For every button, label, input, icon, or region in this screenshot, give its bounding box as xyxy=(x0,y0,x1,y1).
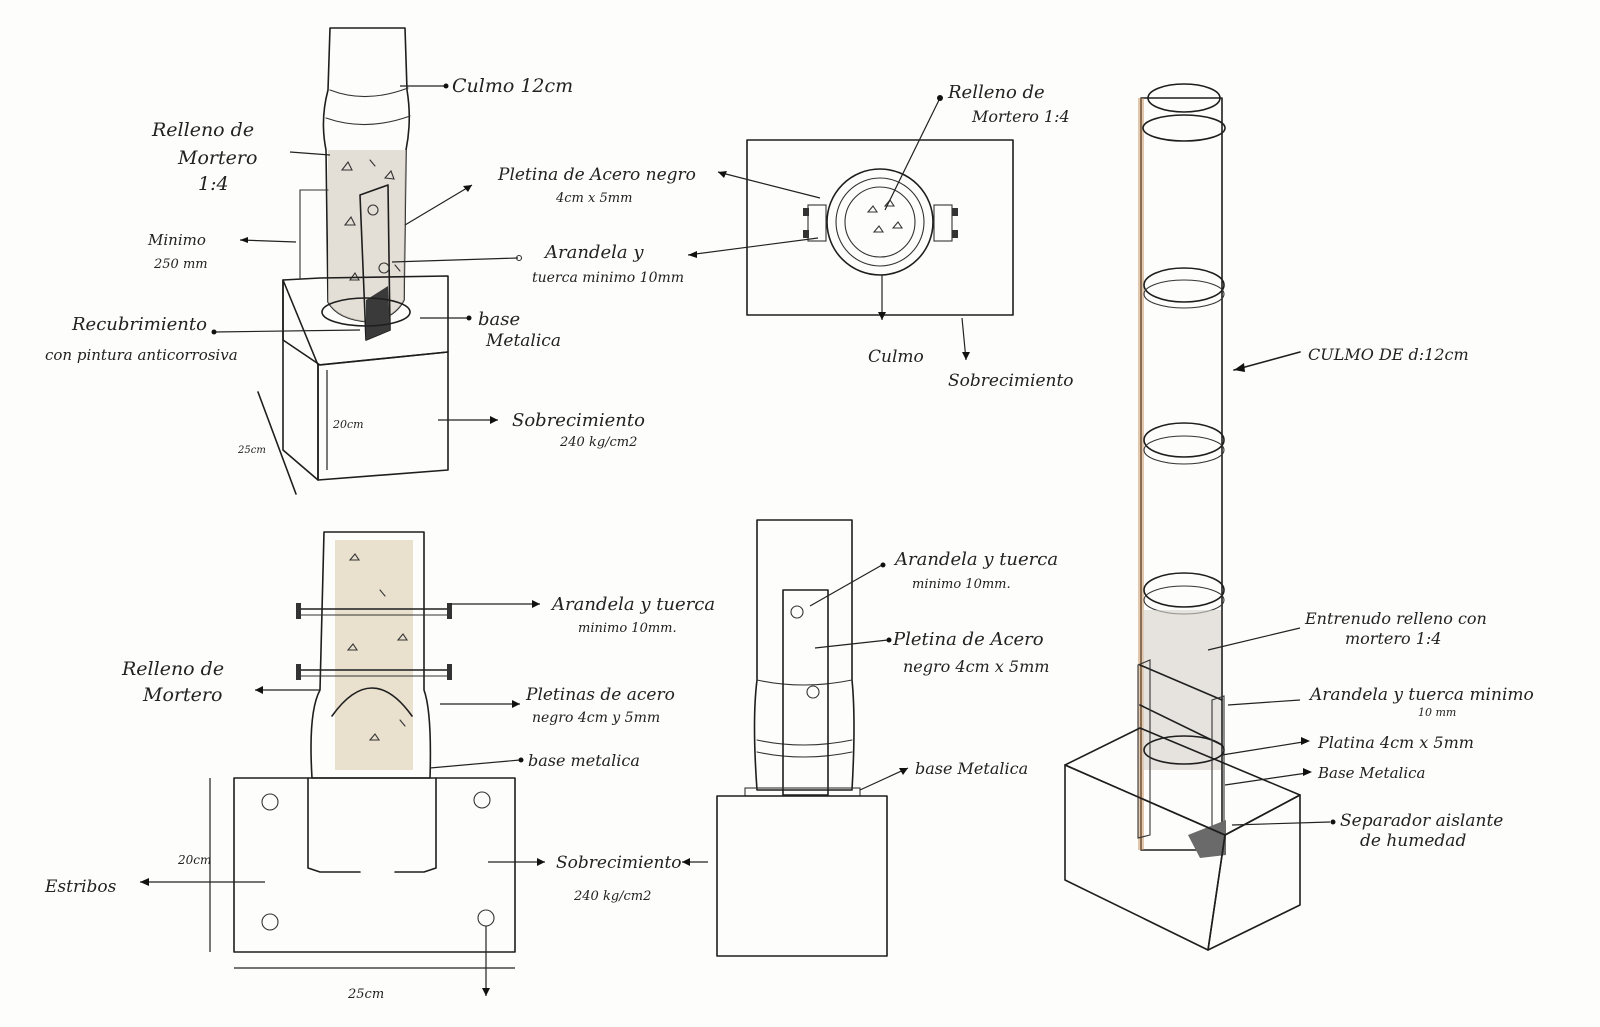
plan-plate-right xyxy=(933,204,953,242)
section-dim-20: 20cm xyxy=(177,853,211,867)
node-1 xyxy=(1143,267,1225,303)
plan-label-sobrecimiento: Sobrecimiento xyxy=(948,371,1074,391)
label-culmo: Culmo 12cm xyxy=(452,75,573,97)
dim-25-label: 25cm xyxy=(237,445,266,456)
side-pedestal xyxy=(716,795,888,957)
side-bolt-1 xyxy=(790,605,804,619)
label-base-2: Metalica xyxy=(485,331,561,351)
label-minimo-1: Minimo xyxy=(147,231,206,249)
detail-3-full-column: CULMO DE d:12cm Entrenudo relleno con mo… xyxy=(1064,83,1534,951)
section-label-base: base metalica xyxy=(528,751,640,770)
stirrup-2 xyxy=(473,791,491,809)
section-label-estribos: Estribos xyxy=(44,877,117,897)
tall-label-entrenudo-1: Entrenudo relleno con xyxy=(1304,609,1487,628)
side-label-pletina-1: Pletina de Acero xyxy=(892,629,1044,650)
label-minimo-2: 250 mm xyxy=(153,257,208,272)
label-pletina-1: Pletina de Acero negro xyxy=(497,165,696,185)
section-label-relleno-2: Mortero xyxy=(142,684,222,706)
metal-base-ring xyxy=(321,297,411,327)
section-dim-25: 25cm xyxy=(347,987,384,1002)
mortar-fill xyxy=(328,150,406,322)
side-culm xyxy=(753,519,855,791)
pedestal-left-face xyxy=(282,279,319,481)
label-pletina-2: 4cm x 5mm xyxy=(555,191,632,206)
side-label-pletina-2: negro 4cm x 5mm xyxy=(903,657,1049,676)
tall-label-separador-1: Separador aislante xyxy=(1340,811,1503,831)
label-sobrecimiento-1: Sobrecimiento xyxy=(512,410,645,431)
plan-culm-ring xyxy=(835,177,925,267)
label-relleno-2: Mortero xyxy=(177,147,257,169)
mortar-texture xyxy=(340,159,401,281)
side-label-base: base Metalica xyxy=(915,759,1028,778)
bolt-lower xyxy=(378,262,390,274)
section-arch xyxy=(331,687,413,717)
plan-culm-outer xyxy=(826,168,934,276)
tall-mortar-fill xyxy=(1143,610,1221,770)
plan-label-relleno-2: Mortero 1:4 xyxy=(971,107,1070,126)
label-relleno-3: 1:4 xyxy=(198,173,229,195)
side-plate xyxy=(782,589,829,796)
label-arandela-2: tuerca minimo 10mm xyxy=(532,270,684,286)
plan-label-relleno-1: Relleno de xyxy=(947,82,1045,103)
detail-5-side-elevation: Arandela y tuerca minimo 10mm. Pletina d… xyxy=(716,519,1058,957)
detail-4-section-front: 20cm 25cm Arandela y tuerca minimo 10mm.… xyxy=(44,531,715,1002)
stirrup-4 xyxy=(477,909,495,927)
node-2 xyxy=(1143,422,1225,458)
stirrup-3 xyxy=(261,913,279,931)
tall-label-entrenudo-2: mortero 1:4 xyxy=(1345,629,1441,648)
tall-label-arandela-2: 10 mm xyxy=(1418,706,1456,719)
tall-label-platina: Platina 4cm x 5mm xyxy=(1317,733,1474,752)
label-recubrimiento-1: Recubrimiento xyxy=(71,314,207,335)
bolt-upper xyxy=(367,204,379,216)
section-pedestal xyxy=(233,777,516,953)
tall-culm-top xyxy=(1147,83,1221,113)
tall-label-culmo-de: CULMO DE d:12cm xyxy=(1308,345,1469,364)
label-base-1: base xyxy=(478,309,520,330)
tall-label-separador-2: de humedad xyxy=(1360,831,1466,851)
tall-plate-shadow xyxy=(1188,820,1226,858)
side-bolt-2 xyxy=(806,685,820,699)
detail-2-plan-view: Relleno de Mortero 1:4 Culmo Sobrecimien… xyxy=(687,82,1074,391)
plan-label-culmo: Culmo xyxy=(868,347,924,367)
plan-mortar-core xyxy=(844,186,916,258)
label-relleno-1: Relleno de xyxy=(151,119,254,141)
section-mortar xyxy=(335,540,413,770)
tall-label-arandela-1: Arandela y tuerca minimo xyxy=(1308,685,1534,705)
pedestal-front-face xyxy=(317,351,449,481)
label-recubrimiento-2: con pintura anticorrosiva xyxy=(45,346,238,364)
node-3 xyxy=(1143,572,1225,608)
section-label-arandela-1: Arandela y tuerca xyxy=(550,594,715,615)
side-label-arandela-1: Arandela y tuerca xyxy=(893,549,1058,570)
tall-pedestal-right xyxy=(1207,794,1301,951)
dim-25-line xyxy=(257,391,297,495)
section-label-sobre-2: 240 kg/cm2 xyxy=(573,889,651,904)
section-label-relleno-1: Relleno de xyxy=(121,658,224,680)
section-label-arandela-2: minimo 10mm. xyxy=(578,621,677,636)
stirrup-1 xyxy=(261,793,279,811)
plan-plate-left xyxy=(807,204,827,242)
label-sobrecimiento-2: 240 kg/cm2 xyxy=(559,435,637,450)
section-label-pletinas-1: Pletinas de acero xyxy=(525,685,675,705)
tall-label-base: Base Metalica xyxy=(1317,764,1425,782)
section-label-sobre-1: Sobrecimiento xyxy=(556,853,682,873)
detail-1-column-base-isometric: 20cm 25cm Culmo 12cm Relleno de Mortero … xyxy=(45,27,696,495)
label-arandela-1: Arandela y xyxy=(543,242,644,263)
side-label-arandela-2: minimo 10mm. xyxy=(912,577,1011,592)
section-label-pletinas-2: negro 4cm y 5mm xyxy=(532,710,660,726)
dim-20-label: 20cm xyxy=(332,418,364,431)
